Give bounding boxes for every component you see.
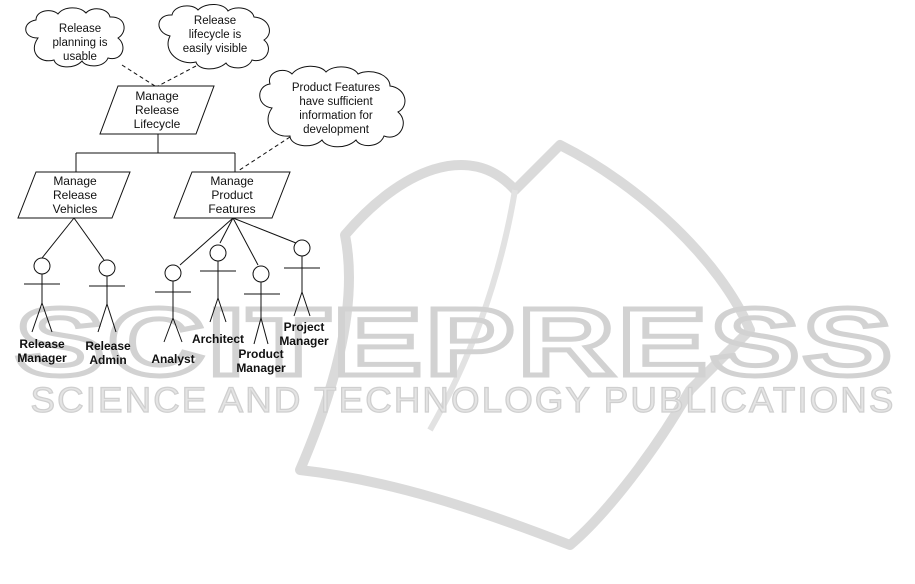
actor-leg-right — [217, 297, 227, 323]
actor-label-release-admin-2: Admin — [89, 353, 126, 367]
goal-shape — [99, 85, 215, 135]
goal-shape — [17, 171, 131, 219]
watermark-book-fold — [427, 189, 518, 432]
cloud-line-1: Product Features — [292, 82, 380, 94]
goal-line-1: Manage — [53, 174, 97, 188]
actor-label-project-manager-2: Manager — [279, 334, 329, 348]
goal-manage-release-lifecycle: Manage Release Lifecycle — [99, 85, 215, 135]
goal-manage-release-vehicles: Manage Release Vehicles — [17, 171, 131, 219]
goal-line-2: Release — [53, 188, 97, 202]
actor-label-release-manager-2: Manager — [17, 351, 67, 365]
actor-label-project-manager-1: Project — [284, 320, 325, 334]
goal-manage-product-features: Manage Product Features — [173, 171, 291, 219]
actor-leg-right — [260, 317, 269, 345]
goal-line-1: Manage — [210, 174, 254, 188]
watermark-title: SCITEPRESS — [15, 289, 895, 396]
cloud-line-2: have sufficient — [299, 96, 373, 108]
actor-product-manager — [244, 265, 280, 345]
link-features-project-manager — [232, 217, 297, 244]
link-vehicles-release-manager — [41, 217, 75, 259]
actor-label-product-manager-2: Manager — [236, 361, 286, 375]
cloud-line-3: usable — [63, 51, 97, 63]
connectors — [41, 64, 297, 266]
actor-leg-right — [301, 291, 311, 317]
link-features-architect — [219, 217, 234, 244]
actor-label-release-admin-1: Release — [85, 339, 131, 353]
actor-release-manager — [24, 257, 60, 333]
actor-head — [293, 239, 311, 257]
link-vehicles-release-admin — [73, 217, 105, 261]
goal-line-3: Features — [208, 202, 255, 216]
cloud-line-3: information for — [299, 110, 373, 122]
actor-leg-left — [293, 291, 303, 317]
goal-line-2: Product — [211, 188, 253, 202]
cloud-line-4: development — [303, 124, 370, 136]
cloud-line-1: Release — [59, 23, 101, 35]
actor-head — [98, 259, 116, 277]
actor-leg-left — [31, 302, 43, 333]
link-features-product-manager — [232, 217, 259, 266]
cloud-shape — [25, 7, 125, 68]
softgoal-visible: Release lifecycle is easily visible — [158, 4, 270, 70]
goal-line-2: Release — [135, 103, 179, 117]
actor-leg-right — [41, 302, 53, 333]
actor-label-product-manager-1: Product — [238, 347, 283, 361]
cloud-shape — [259, 65, 406, 148]
watermark-subtitle: SCIENCE AND TECHNOLOGY PUBLICATIONS — [31, 381, 896, 420]
actor-head — [209, 244, 227, 262]
goal-shape — [173, 171, 291, 219]
actor-release-admin — [89, 259, 125, 333]
softgoal-usable: Release planning is usable — [25, 7, 125, 68]
dashed-link-usable — [121, 64, 156, 87]
cloud-shape — [158, 4, 270, 70]
actor-head — [252, 265, 270, 283]
goal-line-1: Manage — [135, 89, 179, 103]
actor-leg-left — [163, 317, 174, 343]
actor-head — [33, 257, 51, 275]
goal-line-3: Lifecycle — [134, 117, 181, 131]
actor-label-architect: Architect — [192, 332, 244, 346]
cloud-line-1: Release — [194, 15, 236, 27]
actor-head — [164, 264, 182, 282]
watermark-book-outline — [295, 140, 755, 550]
actor-leg-right — [172, 317, 183, 343]
actor-leg-left — [253, 317, 262, 345]
actor-leg-left — [97, 303, 108, 333]
actor-architect — [200, 244, 236, 323]
link-features-analyst — [179, 217, 234, 266]
actor-project-manager — [284, 239, 320, 317]
actor-leg-left — [209, 297, 219, 323]
goal-line-3: Vehicles — [53, 202, 98, 216]
cloud-line-2: planning is — [53, 37, 108, 49]
actor-analyst — [155, 264, 191, 343]
cloud-line-2: lifecycle is — [189, 29, 242, 41]
softgoal-info: Product Features have sufficient informa… — [259, 65, 406, 148]
dashed-link-visible — [157, 65, 197, 87]
watermark: SCITEPRESS SCIENCE AND TECHNOLOGY PUBLIC… — [13, 140, 896, 550]
actor-label-release-manager-1: Release — [19, 337, 65, 351]
actor-label-analyst: Analyst — [151, 352, 194, 366]
dashed-link-info — [237, 136, 291, 172]
actor-leg-right — [106, 303, 117, 333]
cloud-line-3: easily visible — [183, 43, 248, 55]
